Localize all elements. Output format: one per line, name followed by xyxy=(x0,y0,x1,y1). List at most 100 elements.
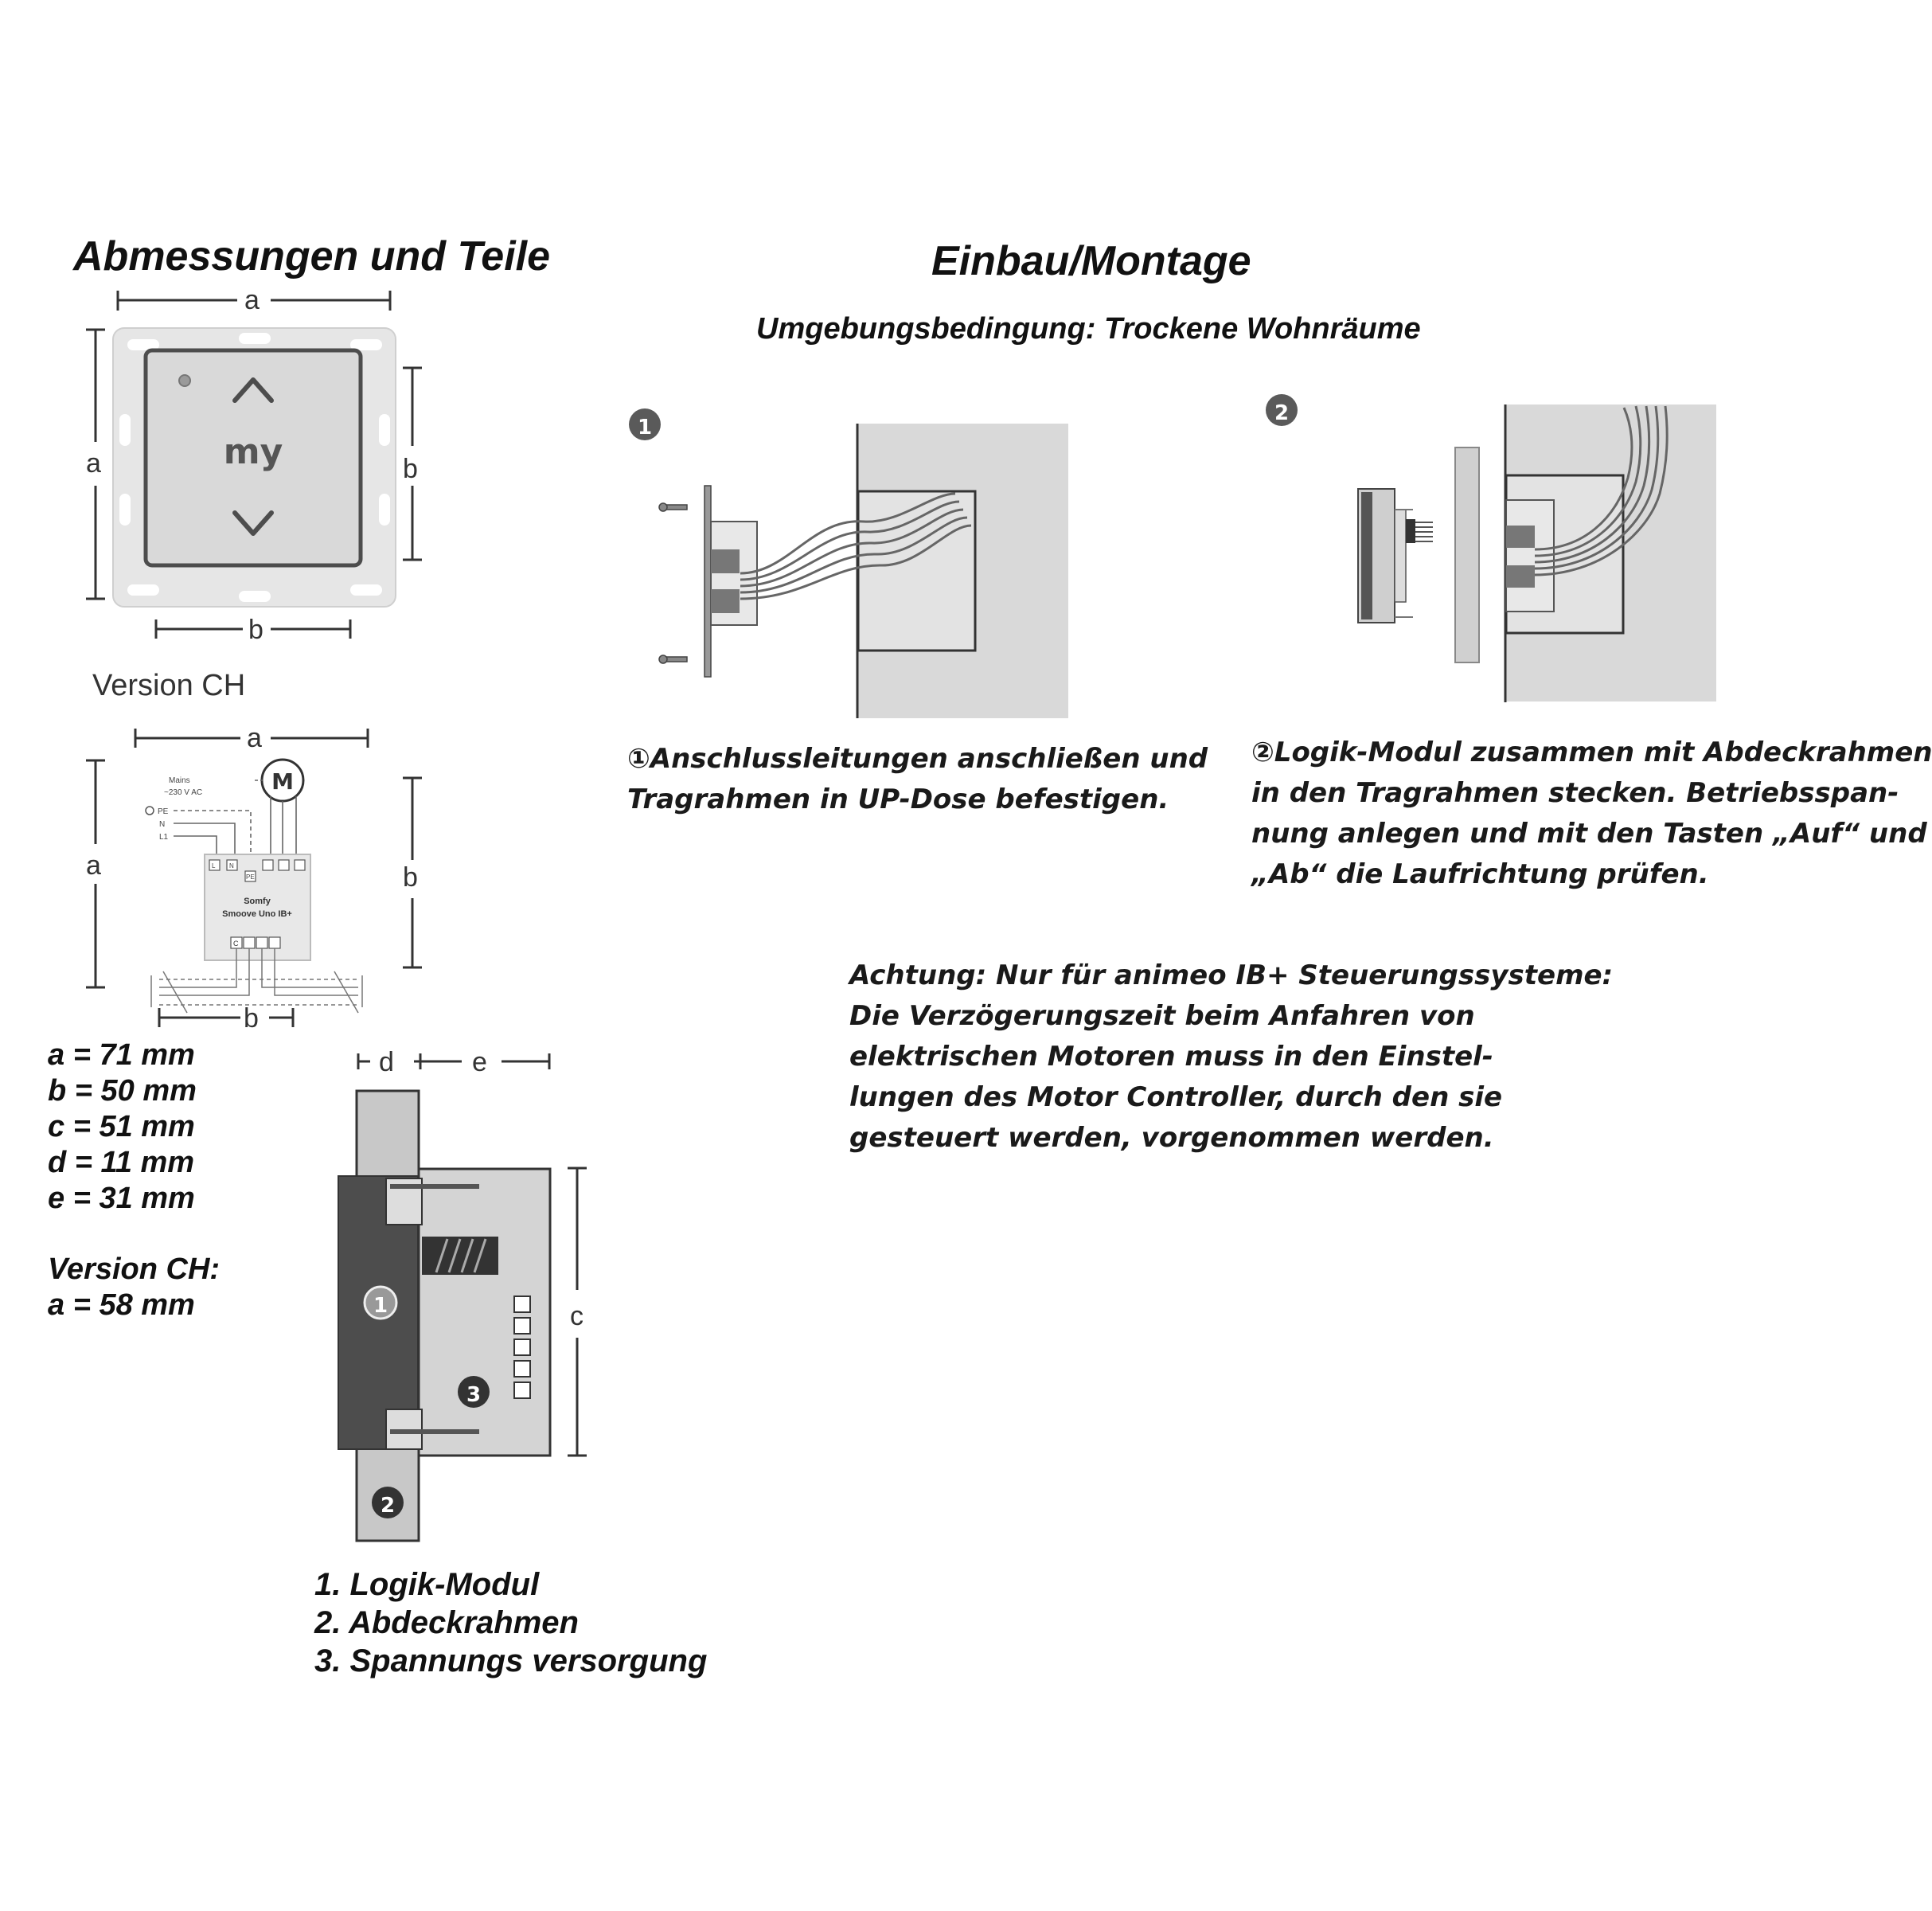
dim-label-b-right: b xyxy=(403,454,418,484)
environment-subtitle: Umgebungsbedingung: Trockene Wohnräume xyxy=(756,312,1421,346)
installation-title: Einbau/Montage xyxy=(931,238,1251,284)
my-button-label: my xyxy=(224,432,283,472)
arrow-up-icon xyxy=(232,377,274,403)
dim-label-a-left: a xyxy=(86,448,101,479)
note-line-2: Die Verzögerungszeit beim Anfahren von xyxy=(849,1000,1475,1032)
terminal-l-label: L xyxy=(212,862,216,870)
screws xyxy=(658,502,688,664)
status-led xyxy=(178,374,191,387)
dim-line-a-left xyxy=(86,328,105,600)
module-terminals-top xyxy=(209,859,306,882)
spec-a: a = 71 mm xyxy=(48,1038,195,1072)
cover-frame-plate xyxy=(1454,447,1480,663)
dim-label-b-bottom-ch: b xyxy=(244,1003,259,1034)
note-line-3: elektrischen Motoren muss in den Einstel… xyxy=(849,1041,1493,1073)
step1-line-2: Tragrahmen in UP-Dose befestigen. xyxy=(627,784,1169,815)
dim-label-a-top-ch: a xyxy=(247,723,262,753)
parts-list: 1. Logik-Modul 2. Abdeckrahmen 3. Spannu… xyxy=(314,1565,707,1680)
wiring-n-label: N xyxy=(159,820,165,829)
dim-line-a-top-ch xyxy=(134,729,369,748)
cables xyxy=(740,492,972,600)
step2-badge xyxy=(1266,394,1298,426)
dim-line-a-left-ch xyxy=(86,759,105,989)
badge-2-side-label: 2 xyxy=(381,1494,395,1518)
note-line-1: Achtung: Nur für animeo IB+ Steuerungssy… xyxy=(849,959,1614,991)
logic-module-body xyxy=(1394,509,1407,603)
spec-c: c = 51 mm xyxy=(48,1110,195,1143)
version-ch-title: Version CH: xyxy=(48,1253,221,1286)
dim-line-b-bottom xyxy=(154,619,352,639)
step2-line-4: „Ab“ die Laufrichtung prüfen. xyxy=(1251,858,1709,890)
step1-line-1: ①Anschlussleitungen anschließen und xyxy=(627,743,1208,775)
dim-line-d-e xyxy=(357,1053,551,1069)
terminal-pe-label: PE xyxy=(246,873,255,881)
part-2: 2. Abdeckrahmen xyxy=(314,1605,579,1640)
spec-list: a = 71 mm b = 50 mm c = 51 mm d = 11 mm … xyxy=(48,1038,197,1217)
step2-line-1: ②Logik-Modul zusammen mit Abdeckrahmen xyxy=(1251,737,1932,768)
frame-slots xyxy=(119,333,390,602)
cables xyxy=(1534,405,1669,576)
spec-e: e = 31 mm xyxy=(48,1182,195,1215)
badge-3-side-label: 3 xyxy=(466,1383,481,1407)
module-model: Smoove Uno IB+ xyxy=(222,909,292,919)
dim-label-e: e xyxy=(472,1047,487,1077)
dim-line-c xyxy=(568,1167,587,1457)
terminal-n-label: N xyxy=(229,862,234,870)
warning-note: Achtung: Nur für animeo IB+ Steuerungssy… xyxy=(849,956,1613,1159)
terminal-block xyxy=(711,589,740,613)
dim-label-a-top: a xyxy=(244,285,260,315)
step1-badge-label: 1 xyxy=(638,416,652,440)
part-3: 3. Spannungs versorgung xyxy=(314,1643,708,1678)
step2-text: ②Logik-Modul zusammen mit Abdeckrahmen i… xyxy=(1251,733,1932,895)
badge-2-side xyxy=(372,1487,404,1518)
step1-text: ①Anschlussleitungen anschließen und Trag… xyxy=(627,739,1208,820)
dim-label-b-bottom: b xyxy=(248,615,263,645)
version-ch-value: a = 58 mm xyxy=(48,1288,195,1322)
badge-1-side xyxy=(363,1285,398,1320)
screw-thread xyxy=(435,1238,487,1273)
logic-module-front xyxy=(1361,492,1372,619)
dim-line-b-right xyxy=(403,366,422,561)
switch-panel xyxy=(143,348,363,568)
dim-line-a-top xyxy=(116,291,392,311)
spec-b: b = 50 mm xyxy=(48,1074,197,1108)
screw-block xyxy=(1406,519,1415,543)
motor-label: M xyxy=(271,768,294,795)
spec-d: d = 11 mm xyxy=(48,1146,195,1179)
dim-label-c: c xyxy=(570,1301,584,1331)
bus-wires xyxy=(150,948,363,1014)
dimensions-title: Abmessungen und Teile xyxy=(73,233,551,279)
wiring-mains-label: Mains xyxy=(169,776,190,785)
dim-label-d: d xyxy=(379,1047,394,1077)
screw-thread xyxy=(1415,522,1433,542)
motor-wires xyxy=(255,780,297,864)
note-line-5: gesteuert werden, vorgenommen werden. xyxy=(849,1122,1494,1154)
note-line-4: lungen des Motor Controller, durch den s… xyxy=(849,1081,1503,1113)
part-1: 1. Logik-Modul xyxy=(314,1567,540,1602)
badge-1-side-label: 1 xyxy=(373,1294,388,1318)
pins xyxy=(390,1184,479,1434)
module-pins xyxy=(1395,509,1413,618)
dim-line-b-right-ch xyxy=(403,776,422,969)
terminal-block xyxy=(711,549,740,573)
version-ch-label: Version CH xyxy=(92,669,246,702)
terminal-block xyxy=(1506,526,1535,548)
arrow-down-icon xyxy=(232,510,274,536)
wiring-voltage-label: ~230 V AC xyxy=(164,788,202,797)
dim-label-a-left-ch: a xyxy=(86,850,101,881)
module-brand: Somfy xyxy=(244,897,271,906)
wiring-l-label: L1 xyxy=(159,833,169,842)
badge-3-side xyxy=(458,1376,490,1408)
terminal-block xyxy=(1506,565,1535,588)
step2-badge-label: 2 xyxy=(1274,401,1289,425)
dim-label-b-right-ch: b xyxy=(403,862,418,893)
step1-badge xyxy=(629,408,661,440)
dim-line-b-bottom-ch xyxy=(158,1008,295,1027)
wiring-pe-label: PE xyxy=(158,807,169,816)
step2-line-2: in den Tragrahmen stecken. Betriebsspan- xyxy=(1251,777,1899,809)
